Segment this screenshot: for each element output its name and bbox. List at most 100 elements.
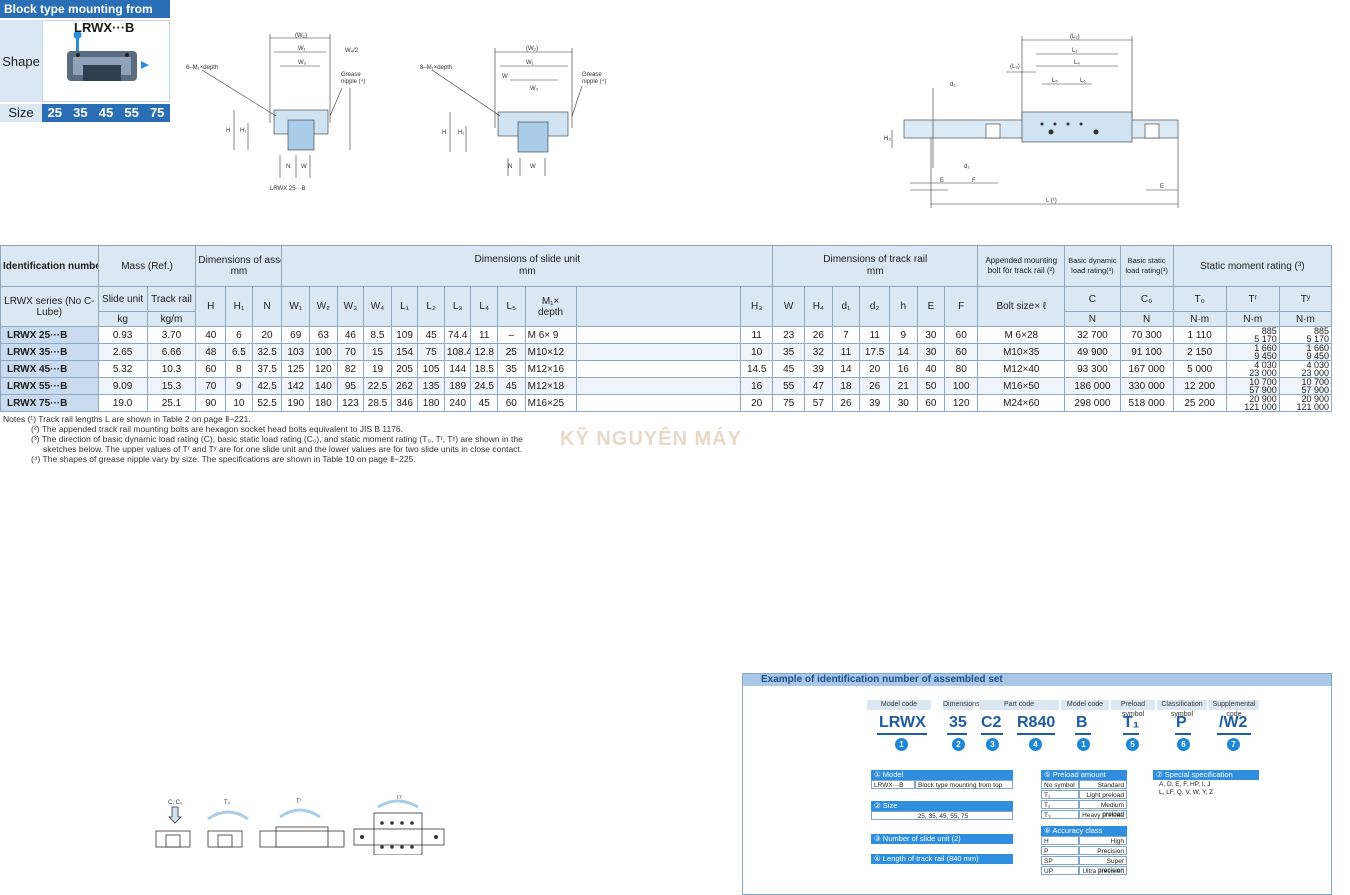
col-M1-label: M₁×	[541, 295, 560, 307]
circle-number: 5	[1126, 738, 1139, 751]
label-bolts-2: 8–M₁×depth	[420, 65, 452, 71]
code-slide-count: C2	[981, 714, 1002, 731]
cell-w: 45	[772, 360, 806, 378]
col-T0: T₀	[1172, 286, 1227, 312]
cell-bolt: M10×35	[977, 343, 1066, 361]
header-bolt: Appended mounting bolt for track rail (²…	[977, 245, 1066, 287]
cell-e: 30	[916, 326, 946, 344]
note-2: (²) The appended track rail mounting bol…	[31, 424, 404, 434]
cell-t0: 12 200	[1172, 377, 1227, 395]
sketch-tx	[259, 808, 345, 848]
cell-w3: 46	[336, 326, 365, 344]
cell-tx-single: 1 660	[1254, 343, 1277, 353]
col-H4: H₄	[804, 286, 833, 327]
cell-l2: 135	[417, 377, 445, 395]
cell-l5: 45	[497, 377, 526, 395]
specification-table: Identification number Mass (Ref.) Dimens…	[0, 245, 1333, 412]
label-h3: H₃	[884, 136, 891, 142]
legend-size-vals: 25, 35, 45, 55, 75	[871, 811, 1013, 820]
header-assembly: Dimensions of assembly mm	[195, 245, 283, 287]
legend-key: SP	[1041, 856, 1079, 865]
load-direction-sketches: C, C₀ T₀ Tʳ Tʸ	[155, 795, 445, 855]
side-elevation-drawing	[891, 36, 1179, 208]
cell-f: 60	[944, 343, 979, 361]
cell-l1: 154	[390, 343, 419, 361]
cell-h3: 10	[740, 343, 774, 361]
sketch-ty-holes	[360, 821, 438, 849]
label-l1: L₁	[1072, 48, 1077, 54]
cell-ty-double: 121 000	[1296, 402, 1329, 412]
cell-c: 298 000	[1064, 394, 1121, 412]
cell-l2: 105	[417, 360, 445, 378]
row-identification: LRWX 25···B	[0, 326, 99, 344]
cell-ty-double: 5 170	[1306, 334, 1329, 344]
header-slide-label: Dimensions of slide unit	[474, 254, 581, 265]
label-w4: W₄/2	[345, 48, 359, 54]
size-item: 25	[47, 105, 63, 120]
cell-mass_slide: 2.65	[97, 343, 148, 361]
label-w-b: W	[530, 164, 536, 170]
cell-f: 100	[944, 377, 979, 395]
cell-bolt: M12×40	[977, 360, 1066, 378]
cell-tx-single: 4 030	[1254, 360, 1277, 370]
cell-h4: 47	[804, 377, 833, 395]
legend-special-vals-1: A, D, E, F, HP, I, J	[1159, 781, 1211, 788]
cell-bolt: M16×50	[977, 377, 1066, 395]
underline	[1075, 733, 1091, 735]
header-slide-unit-mm: mm	[518, 266, 536, 277]
col-TX: Tʳ	[1225, 286, 1280, 312]
size-item: 35	[73, 105, 88, 120]
circle-number: 3	[986, 738, 999, 751]
col-d2: d₂	[859, 286, 890, 327]
cell-t0: 25 200	[1172, 394, 1227, 412]
sketch-c	[155, 806, 191, 848]
legend-key: T₁	[1041, 790, 1079, 799]
cell-spacer	[575, 377, 742, 395]
col-N: N	[251, 286, 283, 327]
circle-number: 7	[1227, 738, 1240, 751]
row-identification: LRWX 45···B	[0, 360, 99, 378]
cell-ty-double: 57 900	[1301, 385, 1329, 395]
cell-c0: 91 100	[1119, 343, 1174, 361]
cell-w4: 8.5	[363, 326, 392, 344]
row-identification: LRWX 35···B	[0, 343, 99, 361]
cell-h: 21	[889, 377, 918, 395]
cell-e: 50	[916, 377, 946, 395]
header-rail-unit: mm	[866, 266, 884, 277]
cell-c: 49 900	[1064, 343, 1121, 361]
col-W: W	[772, 286, 806, 327]
cell-l4: 11	[470, 326, 498, 344]
underline	[1217, 733, 1251, 735]
label-w2-b: (W₂)	[526, 46, 538, 52]
cell-l4: 24.5	[470, 377, 498, 395]
cell-h1: 6.5	[225, 343, 253, 361]
legend-value: High	[1079, 836, 1127, 845]
cell-h1: 6	[225, 326, 253, 344]
cell-bolt: M 6×28	[977, 326, 1066, 344]
label-w1: W₁	[298, 46, 306, 52]
cell-w2: 140	[309, 377, 338, 395]
cell-n: 37.5	[251, 360, 283, 378]
header-track-rail: Dimensions of track rail mm	[772, 245, 979, 287]
cell-l2: 180	[417, 394, 445, 412]
mounting-hole-marks	[1040, 122, 1099, 135]
cell-mass_rail: 15.3	[146, 377, 197, 395]
note-3: (³) The direction of basic dynamic load …	[31, 434, 523, 444]
cell-w4: 15	[363, 343, 392, 361]
col-M1: M₁× depth	[524, 286, 577, 327]
sketch-label-ty: Tʸ	[396, 795, 402, 801]
label-l3: (L₃)	[1010, 64, 1020, 70]
cell-bolt: M24×60	[977, 394, 1066, 412]
size-list: 25 35 45 55 75	[42, 104, 170, 122]
legend-rail-head: ④ Length of track rail (840 mm)	[871, 854, 1013, 864]
cell-c0: 518 000	[1119, 394, 1174, 412]
label-l4: L₄	[1074, 60, 1080, 66]
legend-key: UP	[1041, 866, 1079, 875]
